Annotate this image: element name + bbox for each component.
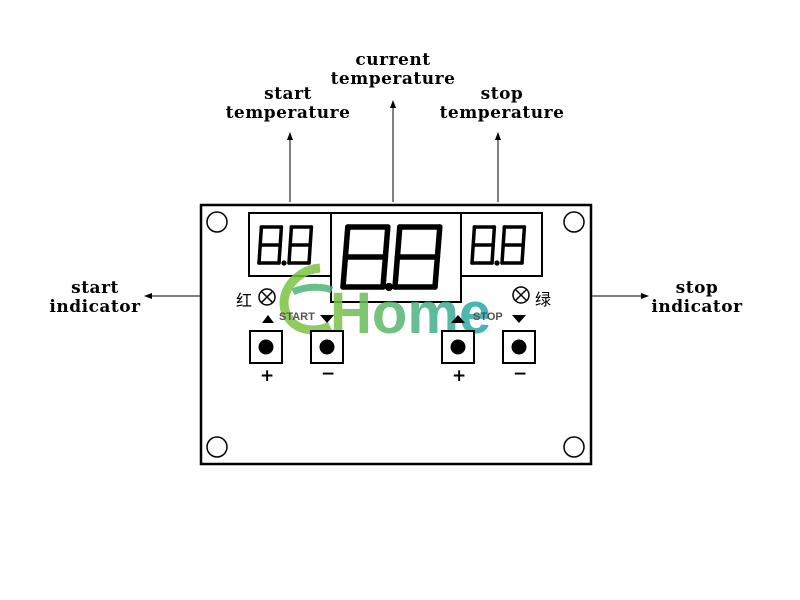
display-segment — [490, 243, 495, 265]
display-segment — [258, 225, 264, 247]
display-segment — [382, 224, 391, 260]
start-minus-sign: − — [321, 364, 336, 384]
decimal-point — [384, 282, 394, 292]
callout-start-indicator: start indicator — [49, 278, 141, 317]
start-label: START — [279, 311, 315, 323]
led-start-indicator-icon — [258, 288, 276, 306]
display-segment — [277, 243, 282, 265]
display-segment — [380, 254, 389, 290]
triangle-up-icon — [451, 315, 465, 323]
display-segment — [521, 225, 527, 247]
display-segment — [394, 224, 403, 260]
display-segment — [470, 243, 475, 265]
display-segment — [288, 225, 294, 247]
decimal-point — [281, 260, 287, 266]
display-segment — [287, 243, 292, 265]
display-segment — [308, 225, 314, 247]
display-segment — [392, 254, 401, 290]
callout-stop-temperature: stop temperature — [439, 84, 565, 123]
mounting-hole — [563, 211, 585, 233]
display-segment — [342, 224, 351, 260]
mounting-hole — [563, 436, 585, 458]
display-segment — [257, 243, 262, 265]
stop-label: STOP — [473, 311, 503, 323]
led-stop-indicator-icon — [512, 286, 530, 304]
triangle-down-icon — [512, 315, 526, 323]
stop-plus-button[interactable] — [441, 330, 475, 364]
triangle-down-icon — [320, 315, 334, 323]
start-plus-sign: + — [260, 366, 275, 386]
digits-start-temperature — [257, 225, 314, 266]
stop-plus-sign: + — [452, 366, 467, 386]
start-indicator-color-label: 红 — [236, 291, 253, 310]
display-segment — [520, 243, 525, 265]
decimal-point — [494, 260, 500, 266]
start-plus-button[interactable] — [249, 330, 283, 364]
display-segment — [432, 254, 441, 290]
display-segment — [434, 224, 443, 260]
display-segment — [278, 225, 284, 247]
display-segment — [501, 225, 507, 247]
display-segment — [340, 254, 349, 290]
digits-current-temperature — [340, 224, 443, 292]
stop-minus-button[interactable] — [502, 330, 536, 364]
stop-minus-sign: − — [513, 364, 528, 384]
display-segment — [500, 243, 505, 265]
display-segment — [471, 225, 477, 247]
stop-indicator-color-label: 绿 — [535, 290, 552, 309]
callout-start-temperature: start temperature — [225, 84, 351, 123]
display-segment — [491, 225, 497, 247]
start-minus-button[interactable] — [310, 330, 344, 364]
triangle-up-icon — [262, 315, 274, 323]
mounting-hole — [206, 211, 228, 233]
display-segment — [307, 243, 312, 265]
digits-stop-temperature — [470, 225, 527, 266]
callout-current-temperature: current temperature — [330, 50, 456, 89]
callout-stop-indicator: stop indicator — [651, 278, 743, 317]
mounting-hole — [206, 436, 228, 458]
